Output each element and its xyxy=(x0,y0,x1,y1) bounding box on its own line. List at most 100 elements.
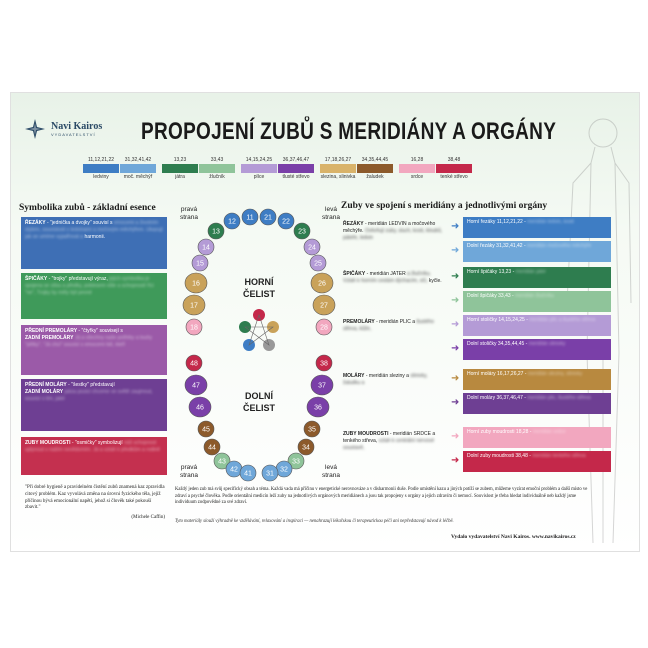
svg-text:34: 34 xyxy=(302,445,310,452)
meridian-box-blurred: meridián tenkého střeva xyxy=(532,453,586,459)
right-side-label-lower-2: strana xyxy=(180,472,198,479)
legend-label: játra xyxy=(175,174,185,180)
left-side-label-lower-2: strana xyxy=(322,472,340,479)
arrow-right-icon: ➜ xyxy=(451,271,460,282)
tooth-44: 44 xyxy=(203,438,221,456)
meridian-group-text: ŠPIČÁKY - meridián JATER a žlučníku. Vzt… xyxy=(343,271,445,285)
meridian-box-text: Horní moláry 16,17,26,27 - xyxy=(467,371,528,377)
publisher-line: Vydalo vydavatelství Navi Kairos. www.na… xyxy=(451,534,576,540)
box-text: - "šestky" představují xyxy=(66,382,115,388)
legend-swatch xyxy=(278,164,314,173)
meridian-box-text: Dolní zuby moudrosti 38,48 - xyxy=(467,453,533,459)
svg-text:35: 35 xyxy=(308,427,316,434)
legend-numbers: 16,28 xyxy=(410,157,424,163)
left-section-title: Symbolika zubů - základní esence xyxy=(19,203,156,213)
meridian-box-text: Dolní řezáky 31,32,41,42 - xyxy=(467,243,528,249)
group-heading: PREMOLÁRY xyxy=(343,319,375,325)
svg-text:27: 27 xyxy=(320,303,328,310)
svg-text:33: 33 xyxy=(292,459,300,466)
meridian-box-text: Horní řezáky 11,12,21,22 - xyxy=(467,219,528,225)
tooth-11: 11 xyxy=(241,208,259,226)
box-tail: harmonii. xyxy=(84,233,106,240)
five-elements-icon xyxy=(239,309,279,351)
svg-text:28: 28 xyxy=(320,325,328,332)
svg-text:25: 25 xyxy=(314,261,322,268)
tooth-27: 27 xyxy=(312,294,336,316)
legend-label: slezina, slinivka xyxy=(320,174,356,180)
arrow-right-icon: ➜ xyxy=(451,397,460,408)
legend-item: 38,48 tenké střevo xyxy=(436,157,472,180)
legend-label: moč. měchýř xyxy=(123,174,153,180)
legend-item: 11,12,21,22 ledviny xyxy=(83,157,119,180)
box-blurred-text: jejich symbolika je spojena se sílou a p… xyxy=(25,276,154,296)
legend-numbers: 14,15,24,25 xyxy=(245,157,273,163)
tooth-28: 28 xyxy=(315,318,333,336)
left-side-label-lower: levá xyxy=(325,464,337,471)
arrow-right-icon: ➜ xyxy=(451,455,460,466)
box-blurred-text: Já a všechny naše potřeby a touhy "pětky… xyxy=(25,334,153,348)
meridian-box-blurred: meridián jater xyxy=(515,269,546,275)
group-tail: kyčle. xyxy=(428,277,442,284)
legend-swatch xyxy=(199,164,235,173)
box-heading: PŘEDNÍ PREMOLÁRY xyxy=(25,328,78,334)
arrow-right-icon: ➜ xyxy=(451,221,460,232)
tooth-31: 31 xyxy=(261,464,279,482)
meridian-box-text: Dolní moláry 36,37,46,47 - xyxy=(467,395,528,401)
legend-label: žaludek xyxy=(366,174,384,180)
meridian-box-text: Dolní špičáky 33,43 - xyxy=(467,293,516,299)
meridian-box-blurred: meridián plic a tlustého střeva xyxy=(529,317,596,323)
meridian-box-text: Dolní stoličky 34,35,44,45 - xyxy=(467,341,529,347)
right-side-label: pravá xyxy=(181,206,198,213)
legend-label: tenké střevo xyxy=(440,174,468,180)
meridian-box-blurred: meridián močového měchýře xyxy=(527,243,592,249)
legend-swatch xyxy=(436,164,472,173)
legend-label: žlučník xyxy=(209,174,225,180)
meridian-box-blurred: meridián srdce xyxy=(532,429,566,435)
legend-item: 31,32,41,42 moč. měchýř xyxy=(120,157,156,180)
tooth-24: 24 xyxy=(303,238,321,256)
tooth-35: 35 xyxy=(303,420,321,438)
box-heading: ŘEZÁKY xyxy=(25,220,46,226)
meridian-box: Horní řezáky 11,12,21,22 - meridián ledv… xyxy=(463,217,611,238)
tooth-47: 47 xyxy=(184,374,208,396)
lower-jaw-label-2: ČELIST xyxy=(243,402,276,413)
box-text: - "osmičky" symbolizují xyxy=(70,440,123,446)
box-blurred-text: náš schopnost uplynout s naším nevědomím… xyxy=(25,440,161,453)
svg-text:26: 26 xyxy=(318,281,326,288)
tooth-26: 26 xyxy=(310,272,334,294)
tooth-13: 13 xyxy=(207,222,225,240)
legend-swatch xyxy=(320,164,356,173)
group-text: - meridián SRDCE a tenkého střeva, xyxy=(343,431,436,444)
svg-text:46: 46 xyxy=(196,405,204,412)
svg-text:41: 41 xyxy=(244,471,252,478)
legend-item: 16,28 srdce xyxy=(399,157,435,180)
meridian-box-text: Horní stoličky 14,15,24,25 - xyxy=(467,317,530,323)
meridian-box: Dolní řezáky 31,32,41,42 - meridián močo… xyxy=(463,241,611,262)
quote-text: "Při dobré hygieně a pravidelném čistění… xyxy=(25,485,165,511)
group-heading: MOLÁRY xyxy=(343,373,365,379)
poster: Navi Kairos VYDAVATELSTVÍ PROPOJENÍ ZUBŮ… xyxy=(10,92,640,552)
symbolism-box: ŠPIČÁKY - "trojky" představují výraz, je… xyxy=(21,273,167,319)
svg-text:14: 14 xyxy=(202,245,210,252)
meridian-box: Dolní stoličky 34,35,44,45 - meridián sl… xyxy=(463,339,611,360)
legend-item: 36,37,46,47 tlusté střevo xyxy=(278,157,314,180)
svg-text:22: 22 xyxy=(282,219,290,226)
legend-numbers: 11,12,21,22 xyxy=(87,157,115,163)
svg-text:13: 13 xyxy=(212,229,220,236)
legend-item: 14,15,24,25 plíce xyxy=(241,157,277,180)
disclaimer-text: Tyto materiály slouží výhradně ke vzdělá… xyxy=(175,519,454,524)
left-side-label: levá xyxy=(325,206,337,213)
tooth-22: 22 xyxy=(277,212,295,230)
svg-text:24: 24 xyxy=(308,245,316,252)
group-text: - meridián LEDVIN a močového měchýře. xyxy=(343,221,436,234)
tooth-23: 23 xyxy=(293,222,311,240)
tooth-12: 12 xyxy=(223,212,241,230)
svg-text:17: 17 xyxy=(190,303,198,310)
meridian-box-blurred: meridián slinivky xyxy=(528,341,566,347)
arrow-right-icon: ➜ xyxy=(451,319,460,330)
group-text: - meridián PLIC a xyxy=(374,319,416,325)
svg-text:12: 12 xyxy=(228,219,236,226)
